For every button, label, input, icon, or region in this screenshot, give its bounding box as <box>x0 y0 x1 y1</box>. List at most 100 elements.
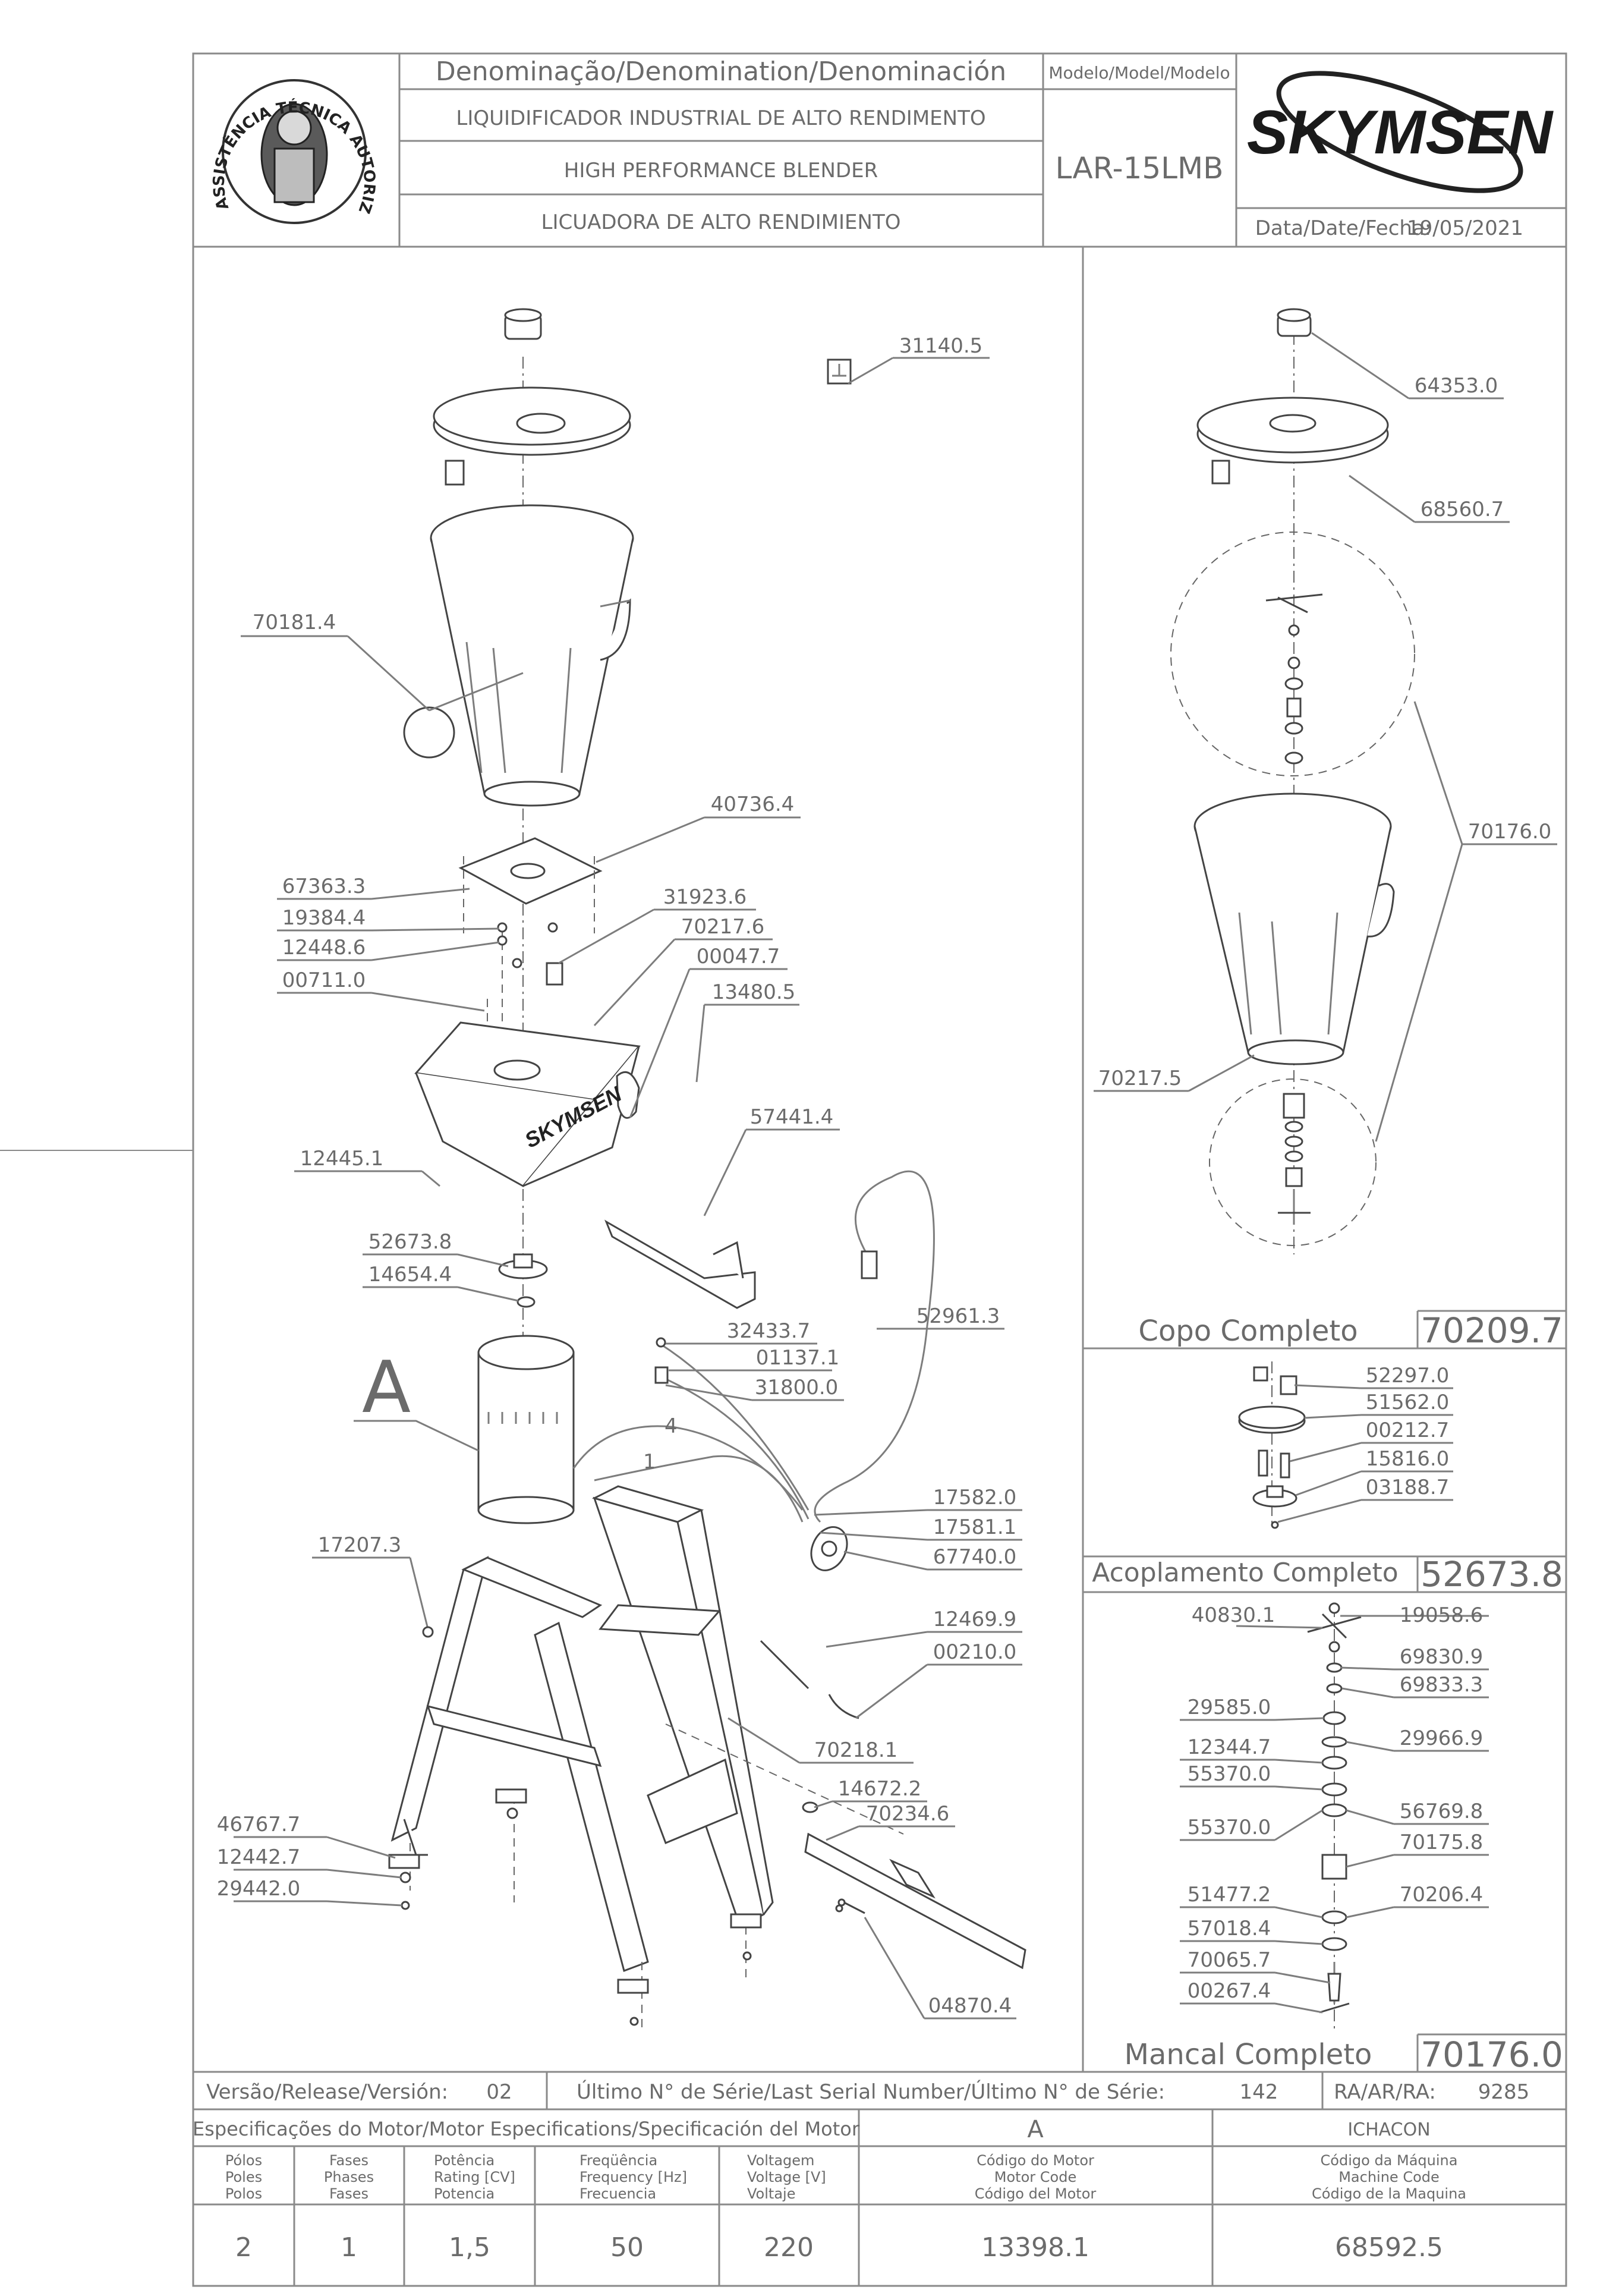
label-57441: 57441.4 <box>750 1105 834 1129</box>
label-70234: 70234.6 <box>866 1802 950 1826</box>
label-70217-6: 70217.6 <box>681 915 765 939</box>
mancal-title: Mancal Completo <box>1125 2038 1372 2071</box>
switch-bracket <box>604 1219 756 1309</box>
rubber-feet <box>388 1788 762 2026</box>
acoplamento-title: Acoplamento Completo <box>1092 1558 1398 1588</box>
label-70206: 70206.4 <box>1400 1883 1484 1907</box>
drawing-frame <box>0 52 1567 2287</box>
motor-spec-label: Especificações do Motor/Motor Especifica… <box>193 2118 860 2140</box>
lid-knob <box>504 308 542 340</box>
label-14654: 14654.4 <box>369 1263 452 1287</box>
serial-value: 142 <box>1240 2080 1278 2104</box>
spring-left <box>760 1640 810 1690</box>
label-00711: 00711.0 <box>282 968 366 992</box>
label-31923: 31923.6 <box>663 885 747 909</box>
date-label: Data/Date/Fecha: <box>1255 216 1432 240</box>
label-55370-b: 55370.0 <box>1188 1816 1271 1839</box>
wire-number-1: 1 <box>643 1450 656 1474</box>
label-12442: 12442.7 <box>217 1845 301 1869</box>
label-67363: 67363.3 <box>282 875 366 898</box>
label-17207: 17207.3 <box>318 1533 402 1557</box>
label-52673-8: 52673.8 <box>369 1230 452 1254</box>
label-00267: 00267.4 <box>1188 1979 1271 2003</box>
label-40830: 40830.1 <box>1192 1603 1275 1627</box>
power-value: 1,5 <box>449 2232 490 2263</box>
col-poles-pt: Pólos <box>225 2152 262 2169</box>
label-31140: 31140.5 <box>899 334 983 358</box>
label-67740: 67740.0 <box>933 1545 1017 1569</box>
spec-table: Versão/Release/Versión: 02 Último N° de … <box>193 2072 1566 2286</box>
col-poles-es: Polos <box>225 2185 262 2202</box>
col-power-es: Potencia <box>434 2185 495 2202</box>
frequency-value: 50 <box>610 2232 644 2263</box>
col-freq-pt: Freqüência <box>579 2152 657 2169</box>
mancal-section: 40830.1 19058.6 69830.9 69833.3 29585.0 … <box>1125 1602 1566 2075</box>
label-51562: 51562.0 <box>1366 1391 1450 1414</box>
label-70065: 70065.7 <box>1188 1948 1271 1972</box>
rail-clip <box>835 1898 865 1914</box>
col-phases-es: Fases <box>329 2185 369 2202</box>
label-17582: 17582.0 <box>933 1486 1017 1509</box>
label-29585: 29585.0 <box>1188 1696 1271 1719</box>
version-label: Versão/Release/Versión: <box>206 2080 448 2104</box>
label-51477: 51477.2 <box>1188 1883 1271 1907</box>
label-68560: 68560.7 <box>1421 498 1504 521</box>
copo-title: Copo Completo <box>1138 1314 1358 1348</box>
label-70175: 70175.8 <box>1400 1830 1484 1854</box>
blender-cup <box>430 504 634 807</box>
label-14672: 14672.2 <box>838 1777 922 1801</box>
copo-code: 70209.7 <box>1421 1310 1563 1351</box>
title-block: Denominação/Denomination/Denominación LI… <box>0 0 1566 247</box>
voltage-value: 220 <box>764 2232 814 2263</box>
label-56769: 56769.8 <box>1400 1800 1484 1823</box>
col-machine-code-es: Código de la Maquina <box>1312 2185 1466 2202</box>
col-power-pt: Potência <box>434 2152 495 2169</box>
acoplamento-section: 52297.0 51562.0 00212.7 15816.0 03188.7 … <box>1083 1361 1566 1594</box>
denomination-label: Denominação/Denomination/Denominación <box>436 56 1006 87</box>
serial-label: Último N° de Série/Last Serial Number/Úl… <box>577 2080 1165 2104</box>
product-name-en: HIGH PERFORMANCE BLENDER <box>564 159 878 183</box>
power-switch <box>810 1526 848 1571</box>
brand-name: SKYMSEN <box>1247 98 1554 167</box>
col-machine-code-en: Machine Code <box>1338 2169 1440 2185</box>
col-voltage-en: Voltage [V] <box>747 2169 826 2185</box>
mancal-code: 70176.0 <box>1421 2034 1563 2075</box>
label-00210: 00210.0 <box>933 1640 1017 1664</box>
col-voltage-pt: Voltagem <box>747 2152 814 2169</box>
motor-letter: A <box>1027 2116 1044 2143</box>
label-01137: 01137.1 <box>756 1346 840 1370</box>
blender-lid <box>433 386 631 486</box>
main-exploded-view: SKYMSEN A <box>354 308 1026 2033</box>
product-name-pt: LIQUIDIFICADOR INDUSTRIAL DE ALTO RENDIM… <box>456 106 985 130</box>
label-29442: 29442.0 <box>217 1877 301 1901</box>
col-motor-code-es: Código del Motor <box>975 2185 1097 2202</box>
label-04870: 04870.4 <box>928 1994 1012 2018</box>
col-machine-code-pt: Código da Máquina <box>1321 2152 1458 2169</box>
phases-value: 1 <box>341 2232 357 2263</box>
col-freq-en: Frequency [Hz] <box>579 2169 687 2185</box>
col-power-en: Rating [CV] <box>434 2169 515 2185</box>
machine-code-value: 68592.5 <box>1335 2232 1443 2263</box>
label-00212: 00212.7 <box>1366 1419 1450 1442</box>
motor-code-value: 13398.1 <box>981 2232 1089 2263</box>
coupling <box>498 1253 548 1308</box>
product-name-es: LICUADORA DE ALTO RENDIMIENTO <box>541 210 901 234</box>
col-phases-pt: Fases <box>329 2152 369 2169</box>
label-52961: 52961.3 <box>916 1304 1000 1328</box>
label-00047: 00047.7 <box>697 945 780 968</box>
label-70176-0: 70176.0 <box>1468 820 1552 844</box>
label-31800: 31800.0 <box>755 1376 839 1399</box>
model-value: LAR-15LMB <box>1056 151 1224 185</box>
label-03188: 03188.7 <box>1366 1476 1450 1499</box>
label-70218: 70218.1 <box>814 1738 898 1762</box>
power-cord: 4 1 <box>572 1170 935 1523</box>
main-callouts: 31140.5 70181.4 40736.4 67363.3 19384.4 … <box>217 334 1022 2020</box>
label-64353: 64353.0 <box>1415 374 1498 398</box>
screws <box>463 856 595 1046</box>
bracket-tab <box>713 1241 744 1279</box>
label-69830: 69830.9 <box>1400 1645 1484 1669</box>
motor <box>477 1335 575 1524</box>
label-12344: 12344.7 <box>1188 1735 1271 1759</box>
model-label: Modelo/Model/Modelo <box>1048 63 1230 83</box>
